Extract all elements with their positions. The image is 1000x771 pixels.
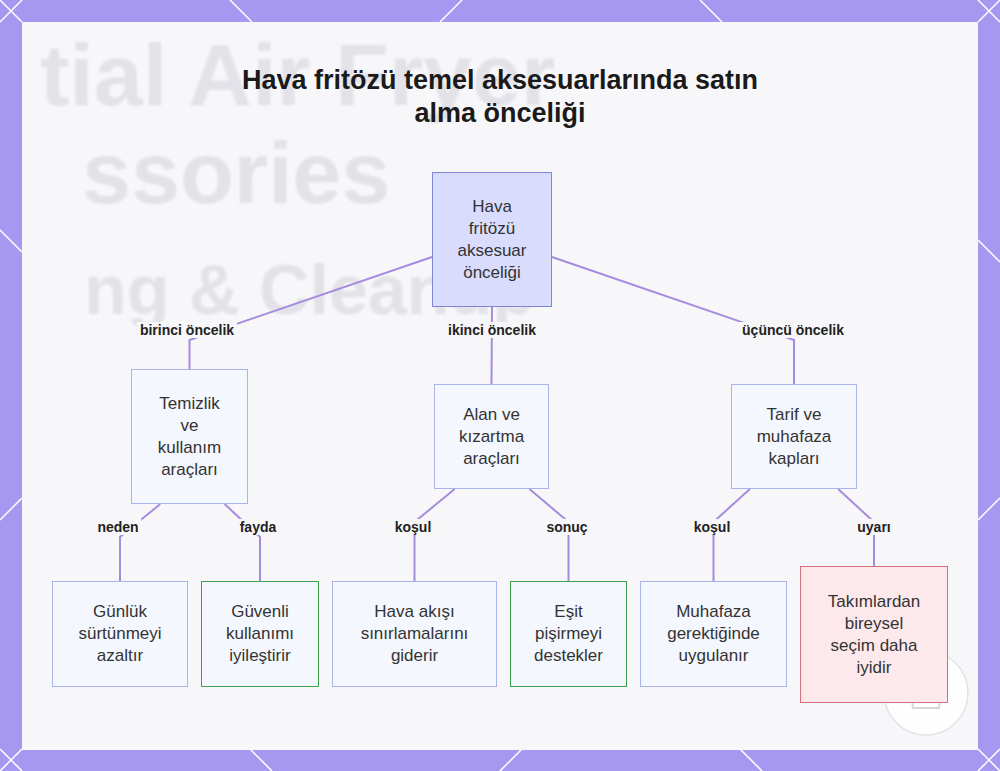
benefit-box: Eşit pişirmeyi destekler [510,581,627,687]
node-text: Günlük sürtünmeyi azaltır [70,601,170,667]
node-text: Takımlardan bireysel seçim daha iyidir [822,591,926,679]
edge-label: koşul [691,519,734,535]
node-text: Eşit pişirmeyi destekler [524,601,614,667]
benefit-box: Güvenli kullanımı iyileştirir [201,581,319,687]
category-box: Tarif ve muhafaza kapları [731,384,857,489]
edge-label: birinci öncelik [137,322,237,338]
category-box: Alan ve kızartma araçları [434,384,549,489]
content-panel [22,22,978,750]
edge-label: sonuç [543,519,590,535]
edge-label: koşul [392,519,435,535]
warning-box: Takımlardan bireysel seçim daha iyidir [800,566,948,703]
edge-label: uyarı [854,519,893,535]
connector-line [190,257,433,369]
node-text: Hava akışı sınırlamalarını giderir [350,601,480,667]
detail-box: Hava akışı sınırlamalarını giderir [332,581,497,687]
connector-line [120,504,160,581]
edge-label: neden [94,519,141,535]
connector-line [714,489,750,581]
connector-line [491,307,494,384]
node-text: Güvenli kullanımı iyileştirir [213,601,308,667]
edge-label: fayda [237,519,280,535]
node-text: Alan ve kızartma araçları [447,404,537,470]
node-text: Muhafaza gerektiğinde uygulanır [656,601,771,667]
connector-line [415,489,455,581]
node-text: Temizlik ve kullanım araçları [150,393,230,481]
diagram-title: Hava fritözü temel aksesuarlarında satın… [240,64,760,130]
connector-line [552,257,794,384]
connector-line [225,504,260,581]
detail-box: Muhafaza gerektiğinde uygulanır [640,581,787,687]
edge-label: ikinci öncelik [445,322,539,338]
edge-label: üçüncü öncelik [739,322,847,338]
watermark-text: ssories [82,122,390,224]
node-text: Hava fritözü aksesuar önceliği [452,196,532,284]
connector-line [529,489,568,581]
category-box: Temizlik ve kullanım araçları [131,369,248,504]
root-box: Hava fritözü aksesuar önceliği [432,172,552,307]
node-text: Tarif ve muhafaza kapları [747,404,842,470]
detail-box: Günlük sürtünmeyi azaltır [52,581,188,687]
